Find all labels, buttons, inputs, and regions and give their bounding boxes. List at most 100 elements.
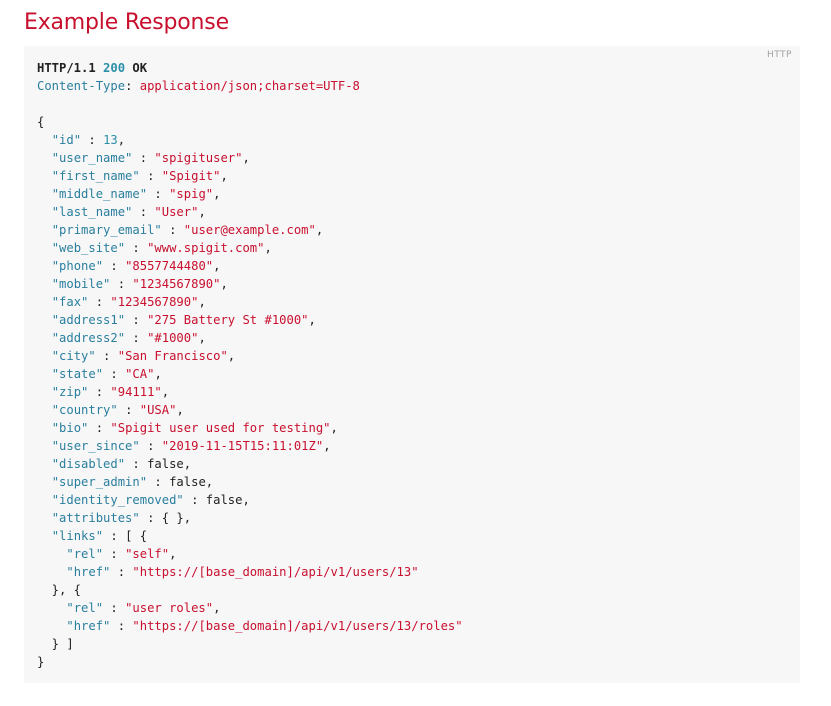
json-punctuation: , bbox=[117, 133, 126, 147]
json-punctuation: : bbox=[132, 205, 155, 219]
json-punctuation bbox=[37, 367, 52, 381]
json-punctuation: , bbox=[176, 403, 184, 417]
json-line: } bbox=[37, 653, 463, 671]
json-punctuation bbox=[37, 511, 52, 525]
json-punctuation bbox=[37, 277, 52, 291]
json-punctuation: , bbox=[220, 169, 228, 183]
json-string-value: "275 Battery St #1000" bbox=[147, 313, 309, 327]
json-punctuation bbox=[37, 547, 66, 561]
json-key: "primary_email" bbox=[51, 223, 162, 237]
json-punctuation: : bbox=[103, 601, 126, 615]
json-number-value: 13 bbox=[103, 133, 118, 147]
json-punctuation bbox=[37, 241, 52, 255]
json-key: "phone" bbox=[51, 259, 104, 273]
json-key: "address1" bbox=[51, 313, 126, 327]
json-line: "identity_removed" : false, bbox=[37, 491, 463, 509]
language-tag: HTTP bbox=[766, 50, 792, 60]
json-line: { bbox=[37, 113, 463, 131]
blank-line bbox=[37, 95, 463, 113]
json-punctuation bbox=[37, 529, 52, 543]
json-punctuation: : bbox=[103, 259, 126, 273]
protocol: HTTP/1.1 bbox=[37, 61, 96, 75]
json-string-value: "1234567890" bbox=[132, 277, 221, 291]
json-line: "middle_name" : "spig", bbox=[37, 185, 463, 203]
json-line: "bio" : "Spigit user used for testing", bbox=[37, 419, 463, 437]
json-punctuation: , bbox=[227, 349, 236, 363]
json-string-value: "spigituser" bbox=[154, 151, 243, 165]
json-line: "user_since" : "2019-11-15T15:11:01Z", bbox=[37, 437, 463, 455]
json-line: "href" : "https://[base_domain]/api/v1/u… bbox=[37, 563, 463, 581]
json-key: "rel" bbox=[66, 601, 104, 615]
json-string-value: "spig" bbox=[169, 187, 214, 201]
json-key: "rel" bbox=[66, 547, 104, 561]
json-string-value: "USA" bbox=[139, 403, 177, 417]
json-line: "super_admin" : false, bbox=[37, 473, 463, 491]
json-string-value: "https://[base_domain]/api/v1/users/13/r… bbox=[132, 619, 463, 633]
json-key: "disabled" bbox=[51, 457, 126, 471]
json-key: "address2" bbox=[51, 331, 126, 345]
json-key: "href" bbox=[66, 565, 111, 579]
json-key: "user_since" bbox=[51, 439, 140, 453]
json-punctuation: : bbox=[147, 187, 170, 201]
json-line: "address2" : "#1000", bbox=[37, 329, 463, 347]
json-line: "last_name" : "User", bbox=[37, 203, 463, 221]
json-punctuation bbox=[37, 169, 52, 183]
json-punctuation: : bbox=[147, 475, 170, 489]
json-key: "web_site" bbox=[51, 241, 126, 255]
json-punctuation: : bbox=[110, 619, 133, 633]
json-punctuation: , bbox=[308, 313, 316, 327]
json-line: } ] bbox=[37, 635, 463, 653]
json-line: "web_site" : "www.spigit.com", bbox=[37, 239, 463, 257]
json-line: "id" : 13, bbox=[37, 131, 463, 149]
section-heading: Example Response bbox=[24, 10, 229, 35]
json-key: "href" bbox=[66, 619, 111, 633]
json-key: "zip" bbox=[51, 385, 89, 399]
json-line: "user_name" : "spigituser", bbox=[37, 149, 463, 167]
json-punctuation bbox=[37, 151, 52, 165]
json-string-value: "San Francisco" bbox=[117, 349, 228, 363]
json-key: "super_admin" bbox=[51, 475, 148, 489]
json-string-value: "1234567890" bbox=[110, 295, 199, 309]
json-line: "rel" : "user roles", bbox=[37, 599, 463, 617]
json-key: "attributes" bbox=[51, 511, 140, 525]
json-punctuation bbox=[37, 205, 52, 219]
json-punctuation bbox=[37, 439, 52, 453]
header-line: Content-Type: application/json;charset=U… bbox=[37, 79, 360, 93]
json-line: "city" : "San Francisco", bbox=[37, 347, 463, 365]
json-key: "state" bbox=[51, 367, 104, 381]
json-string-value: "#1000" bbox=[147, 331, 199, 345]
json-key: "first_name" bbox=[51, 169, 140, 183]
json-punctuation: : bbox=[103, 547, 126, 561]
json-punctuation: } bbox=[37, 655, 45, 669]
json-line: "disabled" : false, bbox=[37, 455, 463, 473]
json-punctuation: , bbox=[198, 295, 206, 309]
json-punctuation bbox=[37, 457, 52, 471]
json-string-value: "https://[base_domain]/api/v1/users/13" bbox=[132, 565, 419, 579]
json-string-value: "user roles" bbox=[125, 601, 214, 615]
json-literal-value: false bbox=[205, 493, 243, 507]
json-punctuation: , bbox=[198, 205, 206, 219]
json-string-value: "Spigit" bbox=[161, 169, 221, 183]
json-punctuation bbox=[37, 331, 52, 345]
json-string-value: "user@example.com" bbox=[183, 223, 316, 237]
json-punctuation: : bbox=[139, 169, 162, 183]
json-key: "middle_name" bbox=[51, 187, 148, 201]
json-punctuation bbox=[37, 133, 52, 147]
json-punctuation: , bbox=[213, 187, 221, 201]
json-punctuation: : bbox=[88, 295, 111, 309]
json-punctuation: : bbox=[125, 241, 148, 255]
json-key: "fax" bbox=[51, 295, 89, 309]
json-line: "primary_email" : "user@example.com", bbox=[37, 221, 463, 239]
json-punctuation bbox=[37, 385, 52, 399]
json-punctuation: : bbox=[125, 331, 148, 345]
json-string-value: "8557744480" bbox=[125, 259, 214, 273]
json-literal-value: false bbox=[147, 457, 184, 471]
json-punctuation bbox=[37, 295, 52, 309]
json-punctuation: : bbox=[88, 385, 111, 399]
header-value: application/json;charset=UTF-8 bbox=[139, 79, 360, 93]
json-line: "phone" : "8557744480", bbox=[37, 257, 463, 275]
json-punctuation bbox=[37, 223, 52, 237]
json-punctuation: , bbox=[242, 493, 250, 507]
